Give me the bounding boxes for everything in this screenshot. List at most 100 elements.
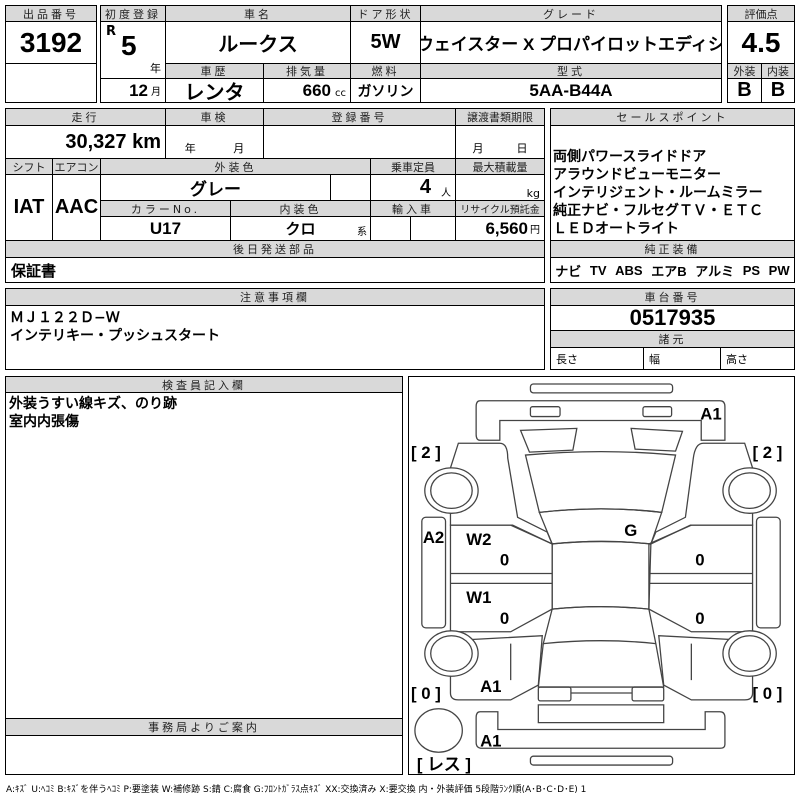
notes-label: 注意事項欄 bbox=[5, 288, 545, 306]
score: 4.5 bbox=[727, 21, 795, 64]
model-label: 型式 bbox=[420, 63, 722, 79]
tire-left-rear: [ 0 ] bbox=[411, 684, 441, 703]
recycle-label: リサイクル預託金 bbox=[455, 200, 545, 217]
car-name-label: 車名 bbox=[165, 5, 351, 22]
shift: IAT bbox=[5, 174, 53, 241]
fuel: ガソリン bbox=[350, 78, 421, 103]
transfer-label: 譲渡書類期限 bbox=[455, 108, 545, 126]
lot-number: 3192 bbox=[5, 21, 97, 64]
color-no: U17 bbox=[100, 216, 231, 241]
displacement-unit: cc bbox=[335, 88, 346, 99]
ext-color: グレー bbox=[100, 174, 331, 201]
displacement: 660 cc bbox=[263, 78, 351, 103]
damage-left-rear-door: W1 bbox=[466, 588, 491, 607]
equipment-item: PS bbox=[742, 262, 761, 278]
int-color-label: 内装色 bbox=[230, 200, 371, 217]
sales-point: 純正ナビ・フルセグＴＶ・ＥＴＣ bbox=[553, 203, 763, 219]
headlights bbox=[519, 427, 684, 453]
equipment-item: ナビ bbox=[555, 263, 582, 279]
sales-point: アラウンドビューモニター bbox=[553, 167, 721, 183]
spare-tire-label: [ レス ] bbox=[417, 755, 471, 774]
mileage-label: 走行 bbox=[5, 108, 166, 126]
ext-grade-label: 外装 bbox=[727, 63, 762, 79]
damage-front-bumper: A1 bbox=[700, 405, 721, 424]
year-unit: 年 bbox=[150, 62, 161, 75]
door-label: ドア形状 bbox=[350, 5, 421, 22]
mileage: 30,327 km bbox=[5, 125, 166, 159]
model-code: 5AA-B44A bbox=[420, 78, 722, 103]
hood bbox=[524, 450, 677, 514]
ac: AAC bbox=[52, 174, 101, 241]
displacement-label: 排気量 bbox=[263, 63, 351, 79]
first-reg-label: 初度登録 bbox=[100, 5, 166, 22]
equipment-label: 純正装備 bbox=[550, 240, 795, 258]
sales-point: インテリジェント・ルームミラー bbox=[553, 185, 763, 201]
damage-left-rear-fender: A1 bbox=[480, 677, 501, 696]
int-color-value: クロ bbox=[285, 221, 316, 238]
inspection-month-unit: 月 bbox=[233, 142, 245, 155]
equipment-item: アルミ bbox=[695, 263, 735, 279]
spec-width: 幅 bbox=[643, 347, 721, 370]
left-front-fender bbox=[449, 442, 554, 546]
left-sill bbox=[421, 516, 447, 629]
recycle-unit: 円 bbox=[530, 225, 540, 236]
left-rear-fender bbox=[449, 635, 543, 701]
capacity-value: 4 bbox=[419, 176, 431, 198]
rear-glass bbox=[542, 605, 657, 645]
office-notes bbox=[5, 735, 403, 775]
lot-label: 出品番号 bbox=[5, 5, 97, 22]
int-color-unit: 系 bbox=[357, 227, 367, 238]
grade: ハイウェイスター X プロパイロットエディション bbox=[420, 21, 722, 64]
reg-year: 5 bbox=[121, 30, 137, 61]
sales-point: 両側パワースライドドア bbox=[553, 149, 707, 165]
score-label: 評価点 bbox=[727, 5, 795, 22]
fuel-label: 燃料 bbox=[350, 63, 421, 79]
ext-grade: B bbox=[727, 78, 762, 103]
import-a bbox=[370, 216, 411, 241]
note-line: インテリキー・プッシュスタート bbox=[10, 328, 220, 344]
door-lf-mark: 0 bbox=[500, 551, 509, 570]
tire-right-front: [ 2 ] bbox=[753, 443, 783, 462]
later-parts: 保証書 bbox=[5, 257, 545, 283]
front-edge bbox=[529, 383, 674, 394]
grade-label: グレード bbox=[420, 5, 722, 22]
equipment-item: ABS bbox=[615, 262, 643, 278]
inspector-line: 室内内張傷 bbox=[9, 414, 79, 430]
trunk bbox=[537, 643, 665, 688]
int-grade: B bbox=[761, 78, 795, 103]
spec-height: 高さ bbox=[720, 347, 795, 370]
left-doors bbox=[449, 524, 553, 633]
tire-right-rear: [ 0 ] bbox=[753, 684, 783, 703]
later-parts-label: 後日発送部品 bbox=[5, 240, 545, 258]
recycle-value: 6,560 bbox=[485, 218, 528, 238]
first-reg-year: R 5 年 bbox=[100, 21, 166, 79]
inspector-label: 検査員記入欄 bbox=[5, 376, 403, 393]
equipment-list: ナビ TV ABS エアB アルミ PS PW bbox=[550, 257, 795, 283]
equipment-item: エアB bbox=[651, 263, 687, 279]
front-bumper bbox=[475, 400, 726, 441]
capacity-unit: 人 bbox=[441, 188, 451, 199]
damage-left-sill: A2 bbox=[423, 528, 444, 547]
reg-month: 12 bbox=[129, 80, 148, 100]
month-unit: 月 bbox=[151, 87, 161, 98]
int-color: クロ 系 bbox=[230, 216, 371, 241]
max-load-unit: kg bbox=[526, 187, 540, 200]
door-rf-mark: 0 bbox=[695, 551, 704, 570]
int-grade-label: 内装 bbox=[761, 63, 795, 79]
inspector-line: 外装うすい線キズ、のり跡 bbox=[9, 396, 177, 412]
note-line: ＭＪ１２２Ｄ−Ｗ bbox=[10, 310, 120, 326]
damage-left-front-door: W2 bbox=[466, 530, 491, 549]
spare-tire bbox=[414, 708, 463, 753]
transfer-day-unit: 日 bbox=[516, 142, 528, 155]
max-load: kg bbox=[455, 174, 545, 201]
ac-label: エアコン bbox=[52, 158, 101, 175]
spec-length: 長さ bbox=[550, 347, 644, 370]
damage-rear-bumper: A1 bbox=[480, 731, 501, 750]
legend: A:ｷｽﾞ U:ﾍｺﾐ B:ｷｽﾞを伴うﾍｺﾐ P:要塗装 W:補修跡 S:錆 … bbox=[6, 785, 587, 795]
history-label: 車歴 bbox=[165, 63, 264, 79]
equipment-item: PW bbox=[768, 262, 790, 278]
inspector-notes: 外装うすい線キズ、のり跡 室内内張傷 bbox=[5, 392, 403, 719]
rear-edge bbox=[529, 755, 674, 766]
